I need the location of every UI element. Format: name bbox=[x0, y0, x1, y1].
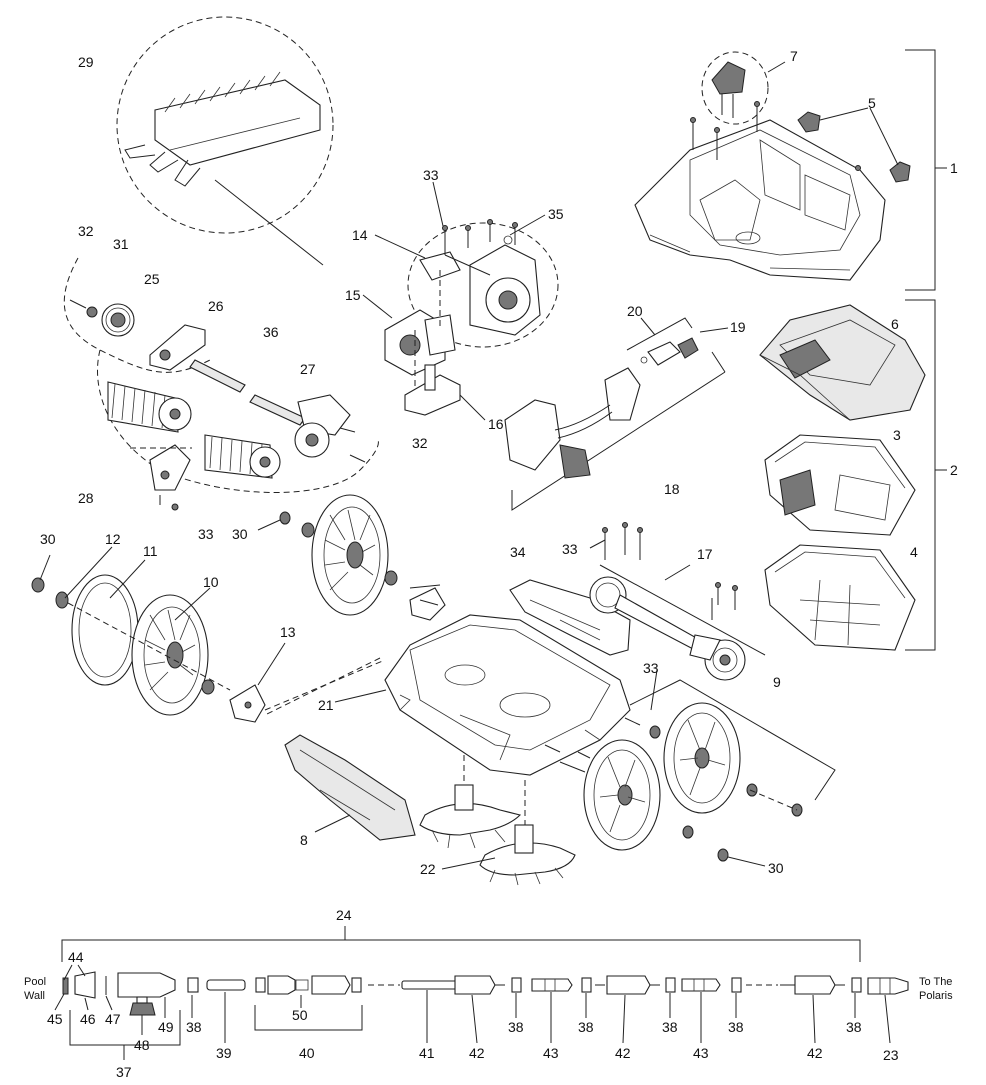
callout-27: 27 bbox=[300, 361, 316, 377]
left-wheels bbox=[31, 546, 386, 723]
callout-38c: 38 bbox=[578, 1019, 594, 1035]
callout-50: 50 bbox=[292, 1007, 308, 1023]
drive-gear-assembly bbox=[589, 522, 766, 681]
callout-3: 3 bbox=[893, 427, 901, 443]
callout-41: 41 bbox=[419, 1045, 435, 1061]
callout-43a: 43 bbox=[543, 1045, 559, 1061]
callout-18: 18 bbox=[664, 481, 680, 497]
top-cover bbox=[759, 304, 926, 421]
callout-39: 39 bbox=[216, 1045, 232, 1061]
heatsink-detail bbox=[116, 16, 334, 266]
chassis-screws bbox=[409, 584, 641, 773]
callout-34: 34 bbox=[510, 544, 526, 560]
callout-5: 5 bbox=[868, 95, 876, 111]
pool-wall-label-line2: Wall bbox=[24, 990, 45, 1002]
callout-29: 29 bbox=[78, 54, 94, 70]
callout-31: 31 bbox=[113, 236, 129, 252]
callout-33b: 33 bbox=[423, 167, 439, 183]
callout-2: 2 bbox=[950, 462, 958, 478]
callout-33a: 33 bbox=[198, 526, 214, 542]
callout-33c: 33 bbox=[562, 541, 578, 557]
callout-12: 12 bbox=[105, 531, 121, 547]
callout-43b: 43 bbox=[693, 1045, 709, 1061]
callout-22: 22 bbox=[420, 861, 436, 877]
callout-26: 26 bbox=[208, 298, 224, 314]
callout-7: 7 bbox=[790, 48, 798, 64]
skirts bbox=[419, 755, 576, 886]
pool-wall-label-line1: Pool bbox=[24, 976, 46, 988]
callout-32b: 32 bbox=[412, 435, 428, 451]
brush-gear-assembly bbox=[63, 257, 379, 511]
callout-47: 47 bbox=[105, 1011, 121, 1027]
callout-14: 14 bbox=[352, 227, 368, 243]
callout-8: 8 bbox=[300, 832, 308, 848]
callout-38b: 38 bbox=[508, 1019, 524, 1035]
callout-38d: 38 bbox=[662, 1019, 678, 1035]
to-polaris-label-line2: Polaris bbox=[919, 990, 953, 1002]
callout-16: 16 bbox=[488, 416, 504, 432]
callout-28: 28 bbox=[78, 490, 94, 506]
callout-38a: 38 bbox=[186, 1019, 202, 1035]
front-wheel bbox=[257, 494, 446, 621]
callout-20: 20 bbox=[627, 303, 643, 319]
motor-assembly bbox=[362, 181, 559, 421]
callout-42b: 42 bbox=[615, 1045, 631, 1061]
callout-13: 13 bbox=[280, 624, 296, 640]
callout-10: 10 bbox=[203, 574, 219, 590]
callout-17: 17 bbox=[697, 546, 713, 562]
callout-40: 40 bbox=[299, 1045, 315, 1061]
callout-19: 19 bbox=[730, 319, 746, 335]
callout-23: 23 bbox=[883, 1047, 899, 1063]
top-housing bbox=[634, 101, 886, 281]
callout-labels: 1 2 3 4 5 6 7 8 9 10 11 12 13 14 15 16 1… bbox=[24, 48, 958, 1080]
callout-15: 15 bbox=[345, 287, 361, 303]
to-polaris-label-line1: To The bbox=[919, 976, 952, 988]
inlet-assembly bbox=[504, 317, 729, 511]
callout-37: 37 bbox=[116, 1064, 132, 1080]
chassis bbox=[264, 614, 631, 776]
callout-32a: 32 bbox=[78, 223, 94, 239]
callout-9: 9 bbox=[773, 674, 781, 690]
callout-38f: 38 bbox=[846, 1019, 862, 1035]
callout-42a: 42 bbox=[469, 1045, 485, 1061]
callout-42c: 42 bbox=[807, 1045, 823, 1061]
handle-detail bbox=[701, 51, 786, 125]
callout-4: 4 bbox=[910, 544, 918, 560]
callout-36: 36 bbox=[263, 324, 279, 340]
callout-48: 48 bbox=[134, 1037, 150, 1053]
callout-30c: 30 bbox=[768, 860, 784, 876]
callout-49: 49 bbox=[158, 1019, 174, 1035]
callout-45: 45 bbox=[47, 1011, 63, 1027]
callout-35: 35 bbox=[548, 206, 564, 222]
filter-canister bbox=[764, 434, 916, 536]
front-bumper bbox=[284, 734, 416, 841]
callout-24: 24 bbox=[336, 907, 352, 923]
callout-25: 25 bbox=[144, 271, 160, 287]
filter-basket bbox=[764, 544, 916, 651]
callout-11: 11 bbox=[143, 543, 158, 559]
bracket-2 bbox=[905, 299, 947, 651]
bracket-1 bbox=[905, 49, 947, 291]
callout-30a: 30 bbox=[40, 531, 56, 547]
callout-21: 21 bbox=[318, 697, 334, 713]
callout-44: 44 bbox=[68, 949, 84, 965]
hose-assembly bbox=[54, 926, 909, 1060]
callout-33d: 33 bbox=[643, 660, 659, 676]
right-wheels bbox=[583, 669, 836, 867]
callout-1: 1 bbox=[950, 160, 958, 176]
callout-38e: 38 bbox=[728, 1019, 744, 1035]
callout-46: 46 bbox=[80, 1011, 96, 1027]
callout-30b: 30 bbox=[232, 526, 248, 542]
rear-bumper bbox=[509, 579, 631, 656]
clips bbox=[797, 107, 911, 183]
callout-6: 6 bbox=[891, 316, 899, 332]
